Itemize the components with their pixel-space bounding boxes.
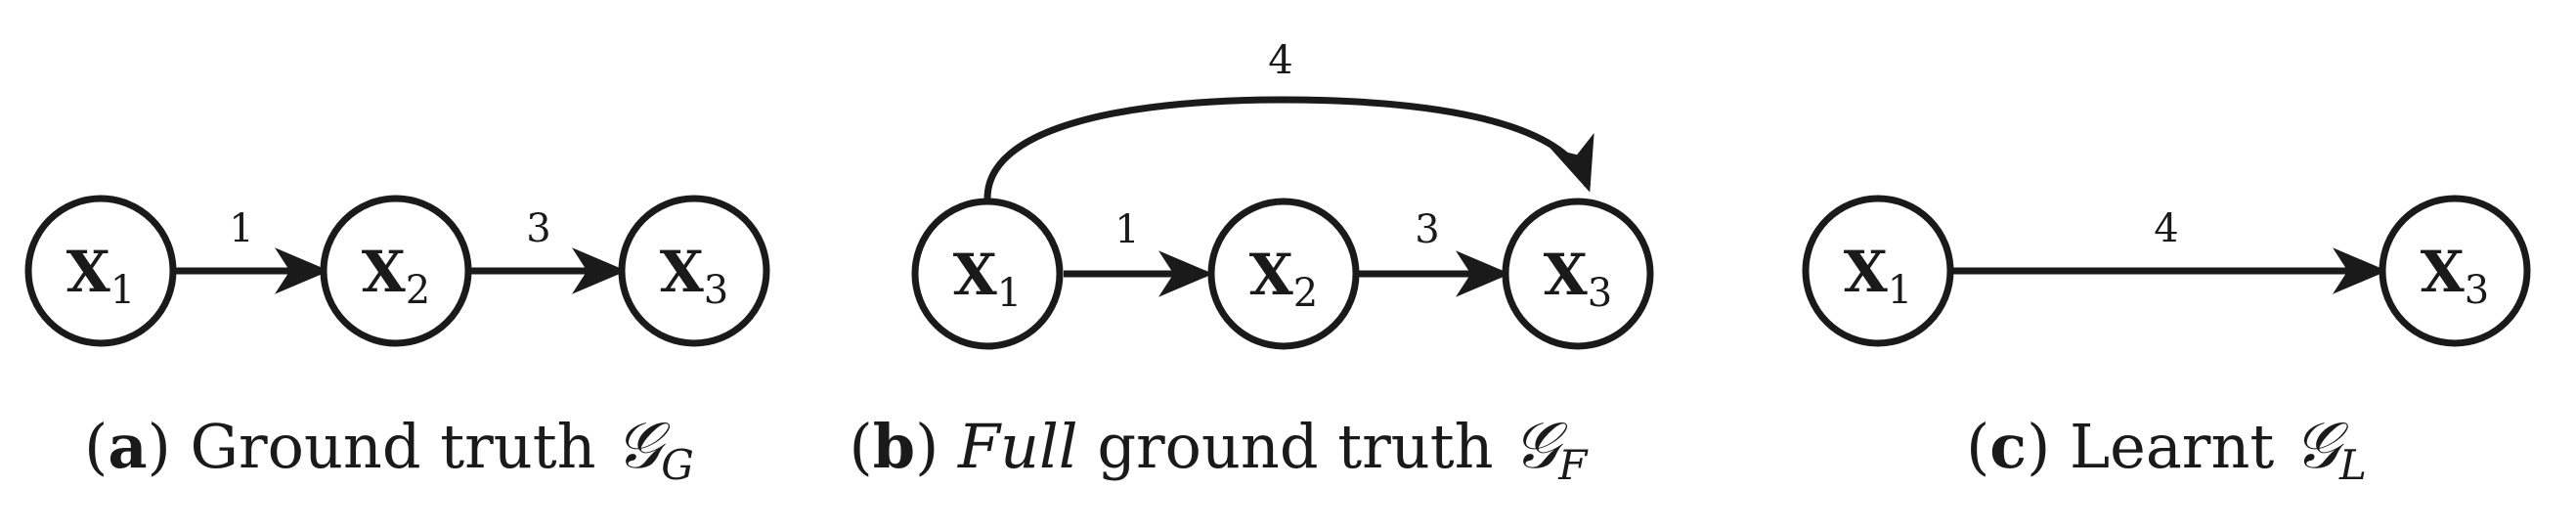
node-sub: 1 bbox=[997, 271, 1022, 316]
node-a-x1: X1 bbox=[24, 195, 177, 347]
node-b-x3: X3 bbox=[1502, 198, 1654, 350]
panel-c: 4 X1 X3 (c) Learnt 𝒢L bbox=[1802, 195, 2531, 489]
caption-text: ground truth bbox=[1078, 411, 1513, 482]
svg-text:X3: X3 bbox=[2421, 239, 2489, 313]
node-sub: 2 bbox=[406, 268, 430, 313]
node-var: X bbox=[66, 239, 110, 305]
node-var: X bbox=[362, 239, 406, 305]
node-var: X bbox=[1544, 242, 1588, 308]
caption-a: (a) Ground truth 𝒢G bbox=[84, 408, 694, 489]
svg-text:X1: X1 bbox=[953, 242, 1022, 316]
graph-subscript: G bbox=[661, 441, 694, 489]
node-c-x3: X3 bbox=[2379, 195, 2531, 347]
node-sub: 3 bbox=[1588, 271, 1612, 316]
node-a-x3: X3 bbox=[618, 195, 770, 347]
node-sub: 3 bbox=[2465, 268, 2489, 313]
node-var: X bbox=[1249, 242, 1293, 308]
node-sub: 1 bbox=[110, 268, 135, 313]
svg-text:X1: X1 bbox=[66, 239, 135, 313]
svg-text:X3: X3 bbox=[1544, 242, 1612, 316]
caption-letter: a bbox=[108, 411, 147, 482]
caption-b: (b) Full ground truth 𝒢F bbox=[850, 408, 1590, 489]
node-a-x2: X2 bbox=[320, 195, 472, 347]
edge-label-b-1: 1 bbox=[1114, 207, 1139, 252]
node-sub: 2 bbox=[1293, 271, 1318, 316]
node-b-x2: X2 bbox=[1207, 198, 1360, 350]
caption-text: Ground truth bbox=[171, 411, 616, 482]
caption-letter: b bbox=[873, 411, 915, 482]
edge-label-c-4: 4 bbox=[2154, 206, 2178, 251]
node-b-x1: X1 bbox=[911, 198, 1064, 350]
node-var: X bbox=[2421, 239, 2465, 305]
svg-text:X2: X2 bbox=[362, 239, 430, 313]
node-var: X bbox=[953, 242, 997, 308]
node-sub: 3 bbox=[704, 268, 728, 313]
svg-text:X1: X1 bbox=[1844, 239, 1912, 313]
caption-text: Learnt bbox=[2050, 411, 2293, 482]
svg-text:X3: X3 bbox=[660, 239, 728, 313]
graph-subscript: L bbox=[2338, 441, 2367, 489]
caption-c: (c) Learnt 𝒢L bbox=[1966, 408, 2367, 489]
graph-subscript: F bbox=[1557, 441, 1589, 489]
edge-label-b-3: 3 bbox=[1415, 207, 1439, 252]
node-sub: 1 bbox=[1888, 268, 1912, 313]
caption-letter: c bbox=[1989, 411, 2027, 482]
svg-text:X2: X2 bbox=[1249, 242, 1318, 316]
node-c-x1: X1 bbox=[1802, 195, 1954, 347]
edge-label-a-3: 3 bbox=[526, 206, 550, 251]
edge-label-b-4: 4 bbox=[1268, 38, 1292, 83]
edge-label-a-1: 1 bbox=[229, 206, 253, 251]
panel-a: 1 3 X1 X2 X3 (a) Ground truth 𝒢G bbox=[24, 195, 770, 489]
node-var: X bbox=[660, 239, 704, 305]
edge-b-x1-x3 bbox=[983, 96, 1594, 200]
panel-b: 4 1 3 X1 X2 X3 (b) Full ground truth 𝒢F bbox=[850, 38, 1654, 489]
caption-italic: Full bbox=[957, 411, 1078, 482]
node-var: X bbox=[1844, 239, 1888, 305]
